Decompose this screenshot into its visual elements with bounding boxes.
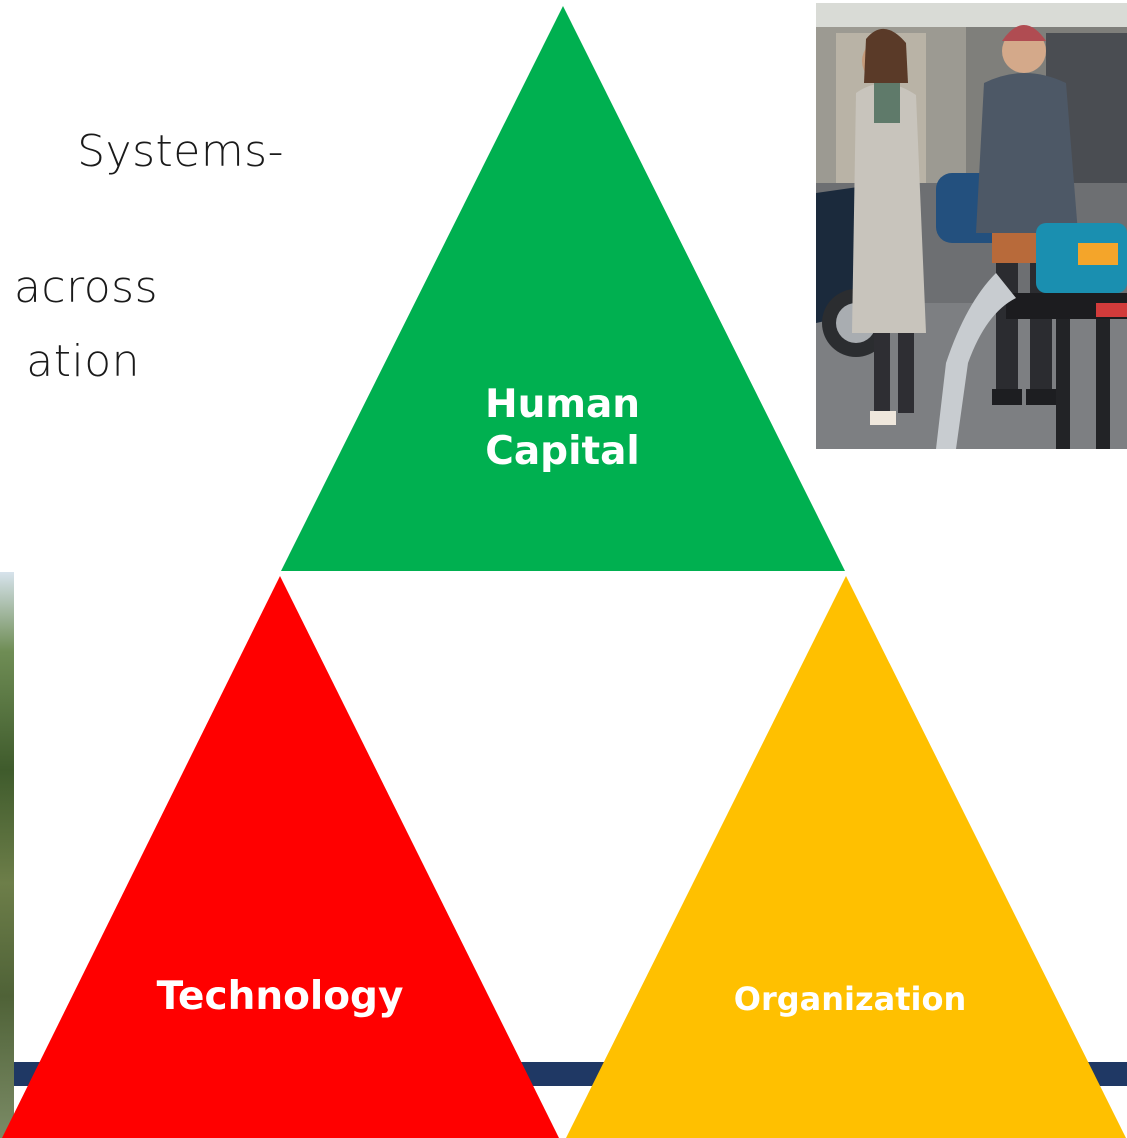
technology-label: Technology <box>156 974 404 1019</box>
organization-triangle <box>566 576 1126 1138</box>
body-text-line-1: Systems- <box>77 126 284 177</box>
body-text-line-3: ation <box>26 336 140 387</box>
body-text-block: Systems- across ation <box>0 0 330 430</box>
human-capital-label: Human Capital <box>484 382 641 474</box>
left-photo <box>0 572 14 1138</box>
top-right-photo <box>816 3 1127 449</box>
technology-triangle <box>2 576 559 1138</box>
body-text-line-2: across <box>13 262 158 313</box>
human-capital-triangle <box>281 6 845 571</box>
photo-scene <box>816 3 1127 449</box>
organization-label: Organization <box>733 980 967 1018</box>
